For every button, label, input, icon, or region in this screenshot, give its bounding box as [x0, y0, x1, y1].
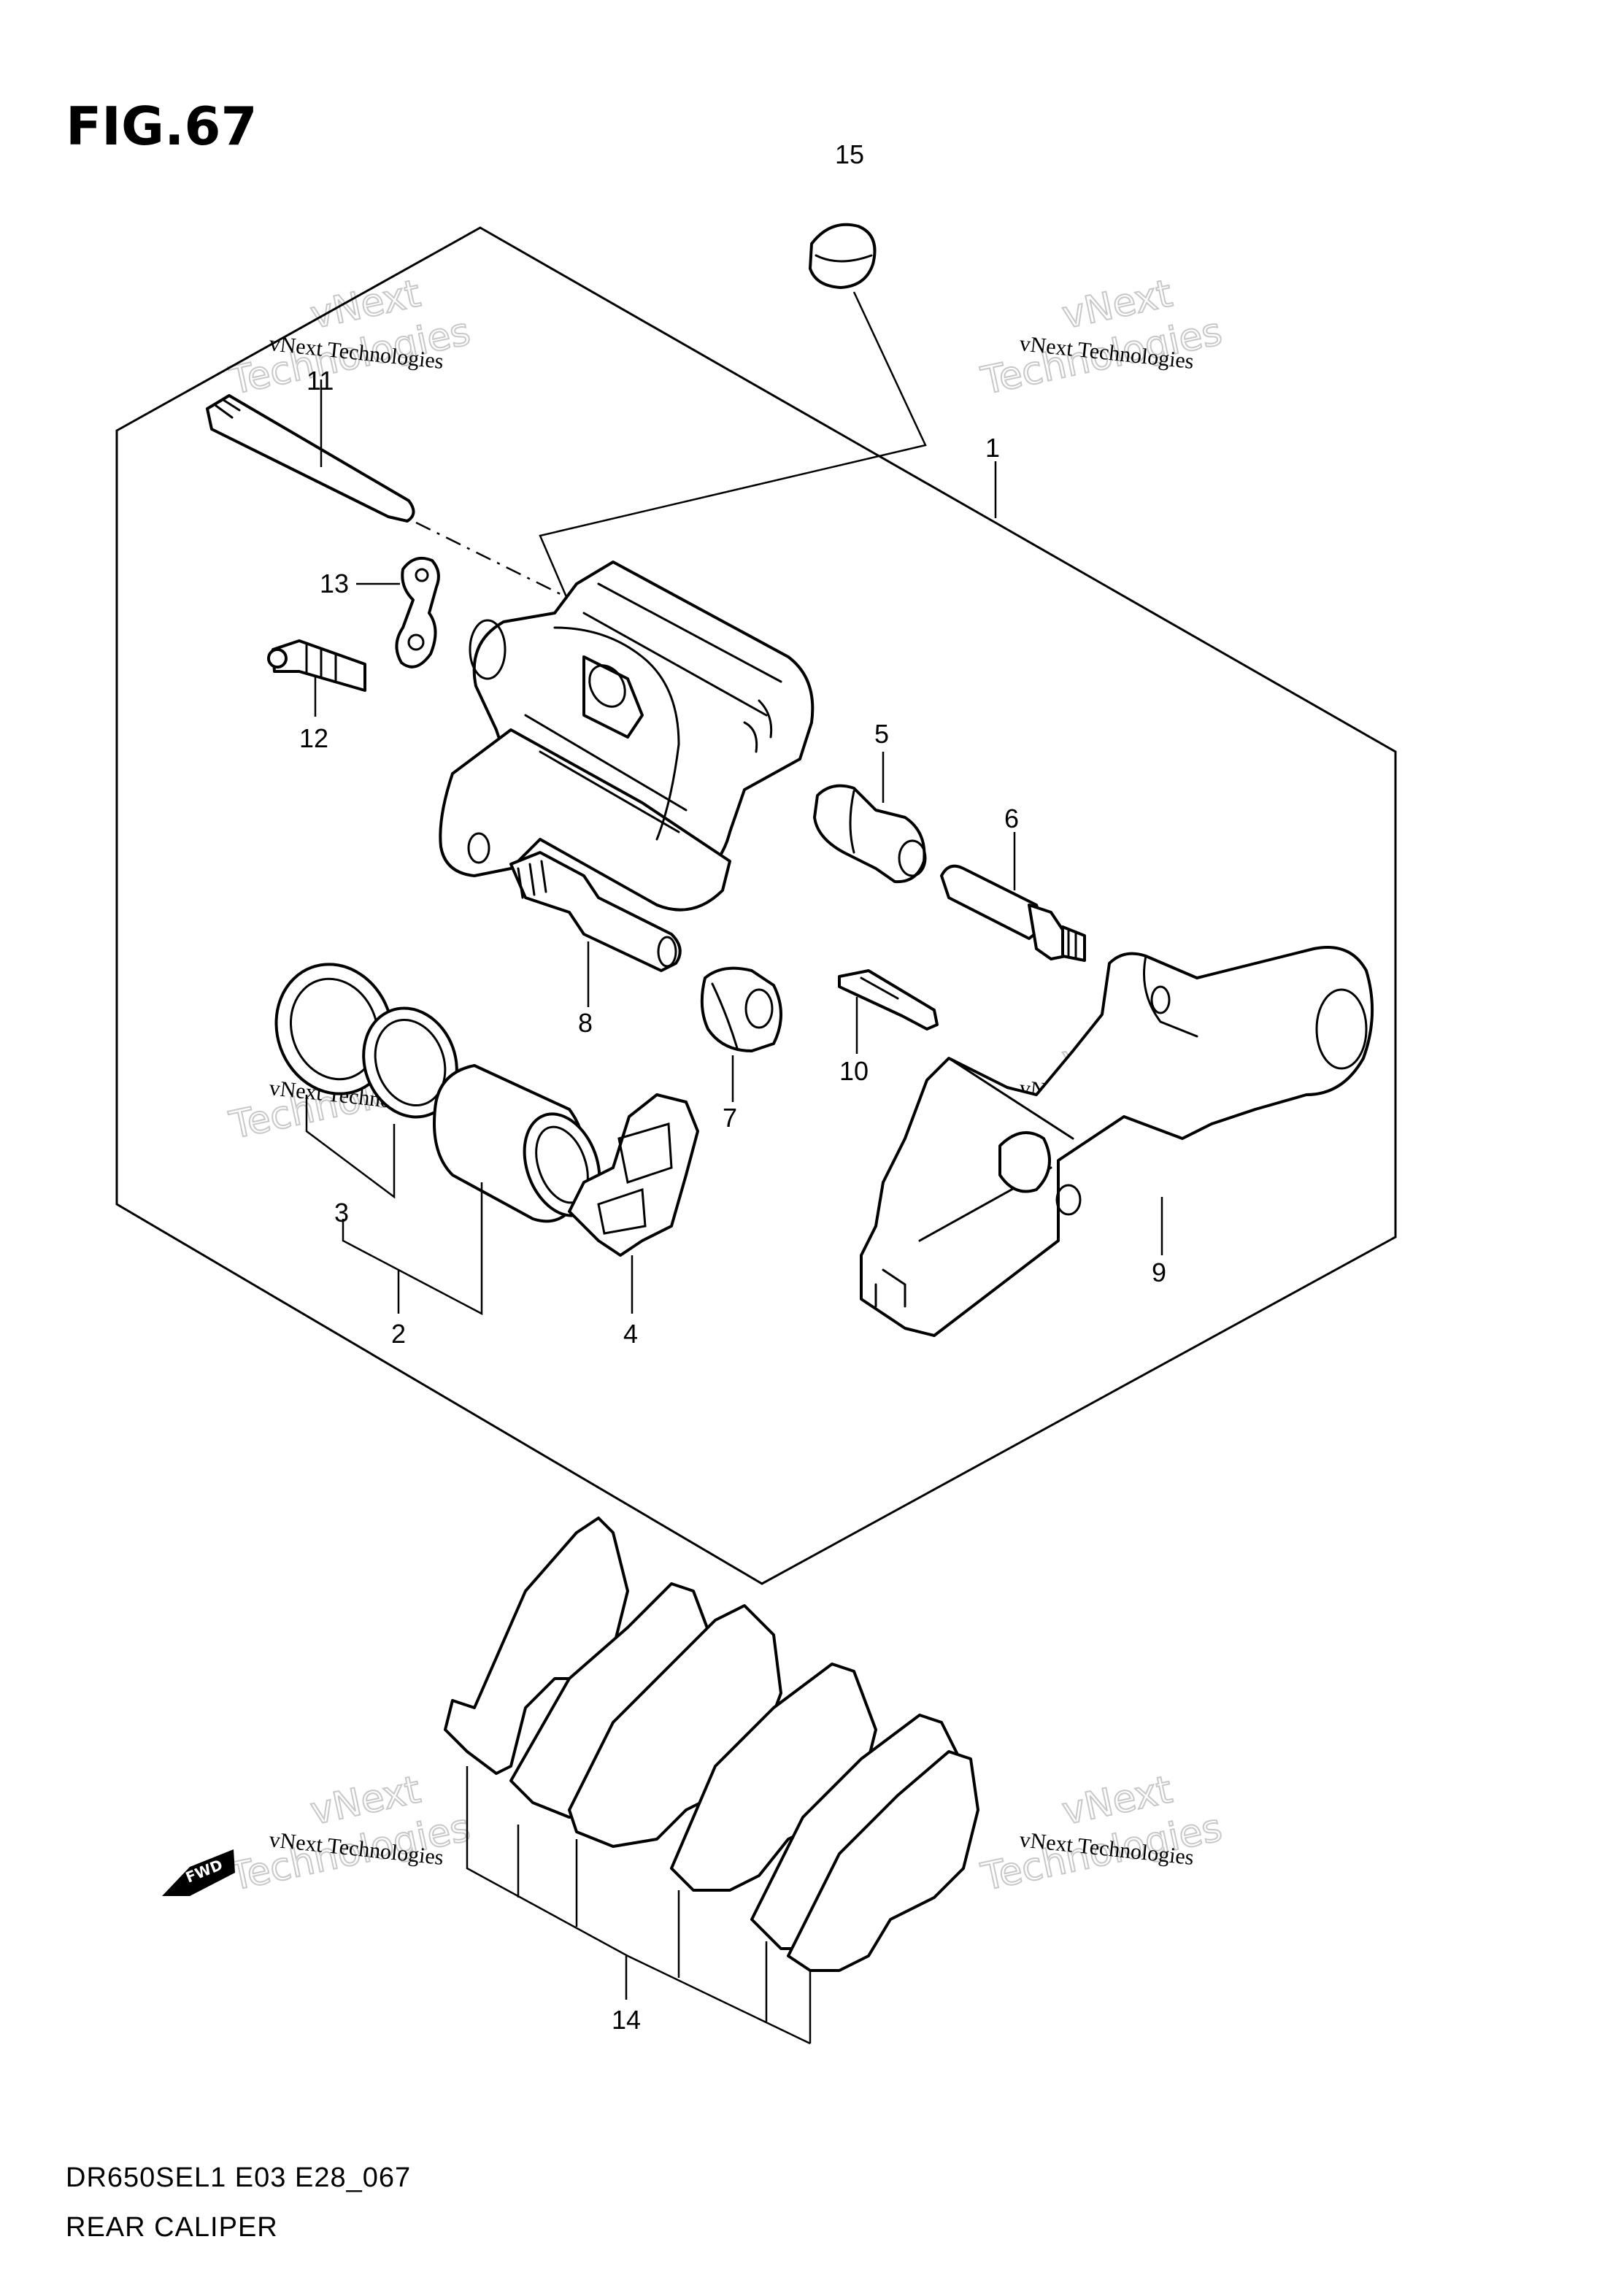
part-6-bolt: [940, 864, 1086, 962]
part-10-spring: [838, 969, 939, 1030]
part-4-shim: [568, 1093, 699, 1257]
centerline-11: [415, 521, 570, 600]
callout-13: 13: [320, 569, 349, 598]
part-11-pin: [206, 394, 415, 523]
callout-14: 14: [612, 2005, 641, 2035]
model-code: DR650SEL1 E03 E28_067: [66, 2162, 411, 2193]
callout-1: 1: [985, 433, 1000, 463]
leader-2-bracket: [342, 1182, 483, 1316]
part-3-seals: [274, 963, 458, 1119]
callout-12: 12: [299, 723, 328, 753]
callout-4: 4: [623, 1319, 638, 1349]
part-2-piston: [433, 1064, 601, 1223]
part-14-brake-pads: [444, 1517, 979, 1972]
figure-title: FIG.67: [66, 96, 258, 157]
section-name: REAR CALIPER: [66, 2212, 278, 2243]
caliper-body: [439, 560, 815, 912]
watermark-bottom-left: vNext Technologies vNext Technologies: [225, 1767, 474, 1900]
part-9-bracket: [860, 946, 1374, 1337]
leader-14-bracket: [466, 1766, 811, 2045]
callout-7: 7: [723, 1103, 737, 1133]
watermark-top-left: vNext Technologies vNext Technologies: [225, 271, 474, 404]
fwd-arrow-badge: FWD: [162, 1849, 235, 1896]
part-8-slide-pin: [509, 851, 682, 972]
part-15-cap: [809, 223, 877, 289]
callout-10: 10: [839, 1056, 869, 1086]
callout-15: 15: [835, 139, 864, 169]
part-12-bleeder: [267, 639, 366, 692]
callout-9: 9: [1152, 1257, 1166, 1287]
callout-11: 11: [307, 366, 334, 396]
callout-3: 3: [334, 1198, 349, 1228]
callout-6: 6: [1004, 804, 1019, 833]
leader-3-bracket: [305, 1095, 396, 1199]
part-7-boot: [700, 966, 782, 1052]
callout-2: 2: [391, 1319, 406, 1349]
part-13-boot: [395, 557, 440, 669]
callout-8: 8: [578, 1008, 593, 1038]
callout-5: 5: [874, 719, 889, 749]
watermark-bottom-right: vNext Technologies vNext Technologies: [977, 1767, 1226, 1900]
watermark-top-right: vNext Technologies vNext Technologies: [977, 271, 1226, 404]
caliper-assembly-outline: [115, 226, 1397, 1585]
part-5-boot: [813, 784, 927, 884]
